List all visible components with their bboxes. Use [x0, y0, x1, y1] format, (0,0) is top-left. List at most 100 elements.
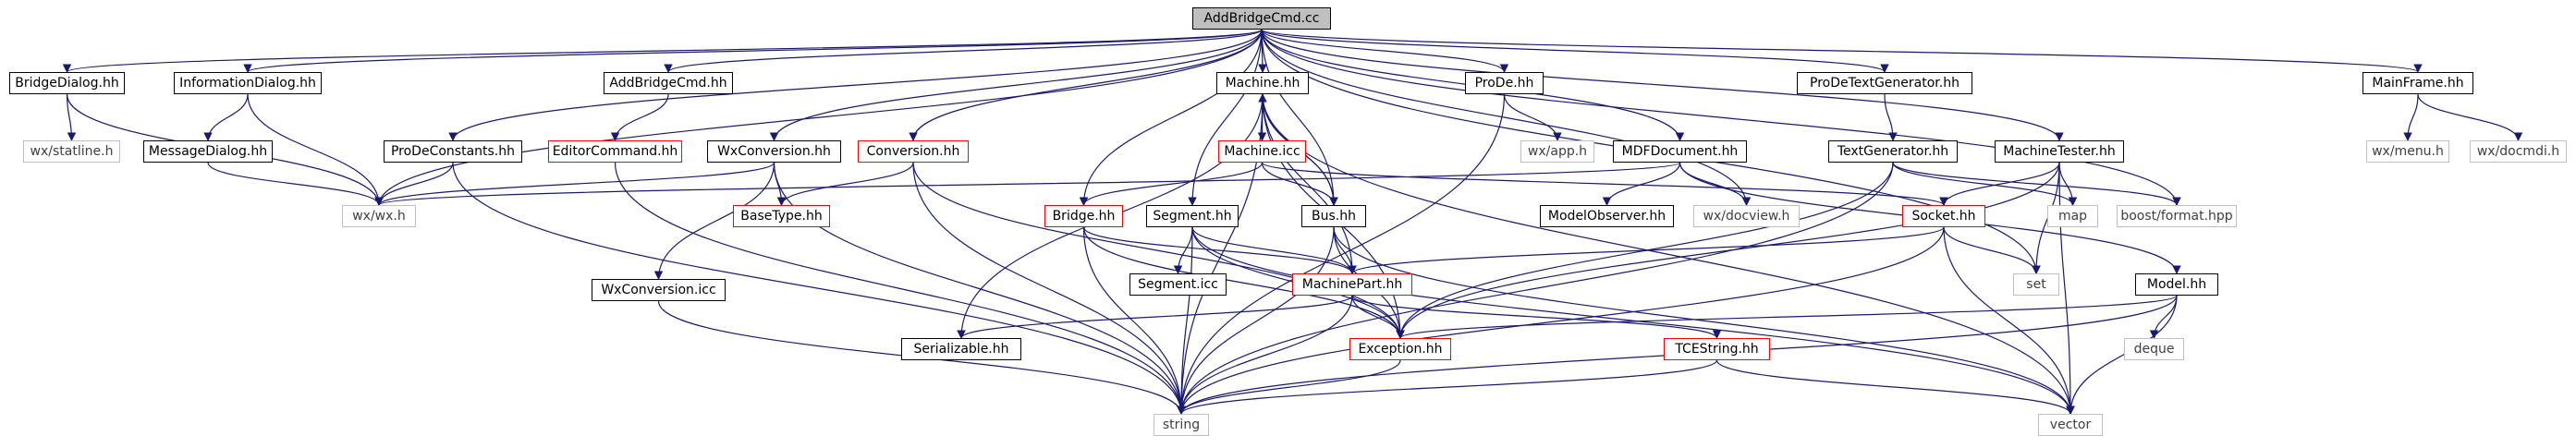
node-bridge-hh[interactable]: Bridge.hh: [1044, 205, 1123, 227]
node-label: EditorCommand.hh: [552, 144, 678, 159]
node-prode-hh[interactable]: ProDe.hh: [1465, 72, 1544, 94]
node-label: WxConversion.hh: [717, 144, 831, 159]
node-label: Segment.hh: [1153, 209, 1232, 224]
node-label: Model.hh: [2146, 277, 2207, 292]
node-wx-docmdi-h[interactable]: wx/docmdi.h: [2470, 140, 2567, 163]
node-segment-hh[interactable]: Segment.hh: [1146, 205, 1239, 227]
node-machine-tester-hh[interactable]: MachineTester.hh: [1995, 140, 2124, 163]
edge-prode_hh-to-wx_app_h: [1503, 93, 1562, 141]
edge-segment_hh-to-string: [1177, 226, 1193, 415]
node-root[interactable]: AddBridgeCmd.cc: [1192, 7, 1331, 30]
edge-root-to-bridge_hh: [1079, 29, 1263, 206]
edge-bridge_hh-to-machine_part_hh: [1082, 226, 1357, 274]
node-label: set: [2026, 277, 2046, 292]
node-set[interactable]: set: [2013, 273, 2059, 296]
edge-add_bridge_cmd_hh-to-editor_command_hh: [610, 93, 669, 141]
edge-exception_hh-to-string: [1177, 359, 1401, 415]
edge-wx_conversion_hh-to-wx_conversion_icc: [653, 162, 775, 280]
node-vector[interactable]: vector: [2038, 414, 2103, 436]
edge-tcestring_hh-to-string: [1177, 359, 1718, 415]
node-label: Bridge.hh: [1052, 209, 1116, 224]
node-wx-app-h[interactable]: wx/app.h: [1520, 140, 1594, 163]
node-label: ProDeConstants.hh: [390, 144, 516, 159]
node-label: AddBridgeCmd.hh: [609, 76, 727, 91]
node-boost-format-hpp[interactable]: boost/format.hpp: [2117, 205, 2237, 227]
edge-segment_hh-to-segment_icc: [1173, 226, 1193, 274]
node-mdf-document-hh[interactable]: MDFDocument.hh: [1613, 140, 1747, 163]
node-label: MessageDialog.hh: [148, 144, 268, 159]
node-editor-command-hh[interactable]: EditorCommand.hh: [548, 140, 682, 163]
node-label: ProDe.hh: [1474, 76, 1534, 91]
node-model-observer-hh[interactable]: ModelObserver.hh: [1540, 205, 1674, 227]
edge-bus_hh-to-string: [1177, 226, 1335, 415]
node-machine-hh[interactable]: Machine.hh: [1216, 72, 1309, 94]
node-socket-hh[interactable]: Socket.hh: [1902, 205, 1985, 227]
node-base-type-hh[interactable]: BaseType.hh: [733, 205, 830, 227]
node-conversion-hh[interactable]: Conversion.hh: [858, 140, 969, 163]
edge-wx_conversion_hh-to-base_type_hh: [773, 162, 787, 206]
node-bridge-dialog-hh[interactable]: BridgeDialog.hh: [9, 72, 125, 94]
node-label: MachinePart.hh: [1301, 277, 1403, 292]
node-machine-icc[interactable]: Machine.icc: [1218, 140, 1306, 163]
node-wx-statline-h[interactable]: wx/statline.h: [23, 140, 120, 163]
node-model-hh[interactable]: Model.hh: [2135, 273, 2218, 296]
edge-bridge_hh-to-exception_hh: [1082, 226, 1405, 339]
edge-model_hh-to-vector: [2066, 295, 2178, 415]
node-machine-part-hh[interactable]: MachinePart.hh: [1292, 273, 1412, 296]
edge-conversion_hh-to-exception_hh: [912, 162, 1405, 339]
edge-machine_icc-to-socket_hh: [1261, 162, 1948, 206]
edge-root-to-bus_hh: [1261, 29, 1338, 206]
node-wx-wx-h[interactable]: wx/wx.h: [342, 205, 416, 227]
node-label: Bus.hh: [1312, 209, 1356, 224]
edge-root-to-segment_hh: [1188, 29, 1263, 206]
edge-socket_hh-to-set: [1943, 226, 2041, 274]
edge-bus_hh-to-vector: [1333, 226, 2075, 415]
edge-root-to-information_dialog_hh: [243, 29, 1263, 73]
node-map[interactable]: map: [2047, 205, 2098, 227]
edge-prode_hh-to-string: [1177, 93, 1506, 415]
edge-wx_conversion_hh-to-wx_wx_h: [374, 162, 775, 206]
node-message-dialog-hh[interactable]: MessageDialog.hh: [143, 140, 273, 163]
node-label: wx/docview.h: [1703, 209, 1790, 224]
edge-root-to-boost_format_hpp: [1261, 29, 2181, 206]
node-wx-docview-h[interactable]: wx/docview.h: [1693, 205, 1800, 227]
node-label: ProDeTextGenerator.hh: [1810, 76, 1959, 91]
node-prode-constants-hh[interactable]: ProDeConstants.hh: [384, 140, 522, 163]
node-label: Serializable.hh: [913, 342, 1009, 357]
node-label: WxConversion.icc: [601, 283, 716, 297]
node-text-generator-hh[interactable]: TextGenerator.hh: [1828, 140, 1958, 163]
edge-machine_tester_hh-to-socket_hh: [1939, 162, 2060, 206]
edge-message_dialog_hh-to-wx_wx_h: [207, 162, 384, 206]
edge-root-to-bridge_dialog_hh: [63, 29, 1263, 73]
edge-machine_icc-to-bridge_hh: [1079, 162, 1264, 206]
edge-root-to-wx_wx_h: [374, 29, 1263, 206]
edge-wx_conversion_hh-to-string: [773, 162, 1186, 415]
node-exception-hh[interactable]: Exception.hh: [1349, 338, 1451, 360]
edge-root-to-prode_hh: [1261, 29, 1509, 73]
edge-conversion_hh-to-string: [912, 162, 1186, 415]
node-wx-menu-h[interactable]: wx/menu.h: [2366, 140, 2449, 163]
node-wx-conversion-hh[interactable]: WxConversion.hh: [707, 140, 841, 163]
node-prode-text-generator-hh[interactable]: ProDeTextGenerator.hh: [1797, 72, 1972, 94]
node-bus-hh[interactable]: Bus.hh: [1301, 205, 1366, 227]
edge-machine_part_hh-to-tcestring_hh: [1351, 295, 1722, 339]
edge-model_hh-to-deque: [2149, 295, 2178, 339]
node-serializable-hh[interactable]: Serializable.hh: [901, 338, 1021, 360]
node-main-frame-hh[interactable]: MainFrame.hh: [2362, 72, 2473, 94]
node-deque[interactable]: deque: [2124, 338, 2184, 360]
node-label: wx/docmdi.h: [2476, 144, 2560, 159]
edge-root-to-add_bridge_cmd_hh: [664, 29, 1263, 73]
node-wx-conversion-icc[interactable]: WxConversion.icc: [592, 279, 726, 301]
node-label: vector: [2049, 418, 2092, 432]
node-string[interactable]: string: [1154, 414, 1209, 436]
edge-segment_hh-to-vector: [1191, 226, 2075, 415]
node-segment-icc[interactable]: Segment.icc: [1129, 273, 1227, 296]
node-information-dialog-hh[interactable]: InformationDialog.hh: [174, 72, 322, 94]
edge-prode_text_generator_hh-to-text_generator_hh: [1884, 93, 1898, 141]
edge-machine_tester_hh-to-exception_hh: [1396, 162, 2060, 339]
edge-socket_hh-to-machine_part_hh: [1348, 226, 1945, 274]
node-add-bridge-cmd-hh[interactable]: AddBridgeCmd.hh: [604, 72, 733, 94]
edge-socket_hh-to-string: [1177, 226, 1945, 415]
node-tcestring-hh[interactable]: TCEString.hh: [1664, 338, 1770, 360]
node-label: deque: [2133, 342, 2175, 357]
